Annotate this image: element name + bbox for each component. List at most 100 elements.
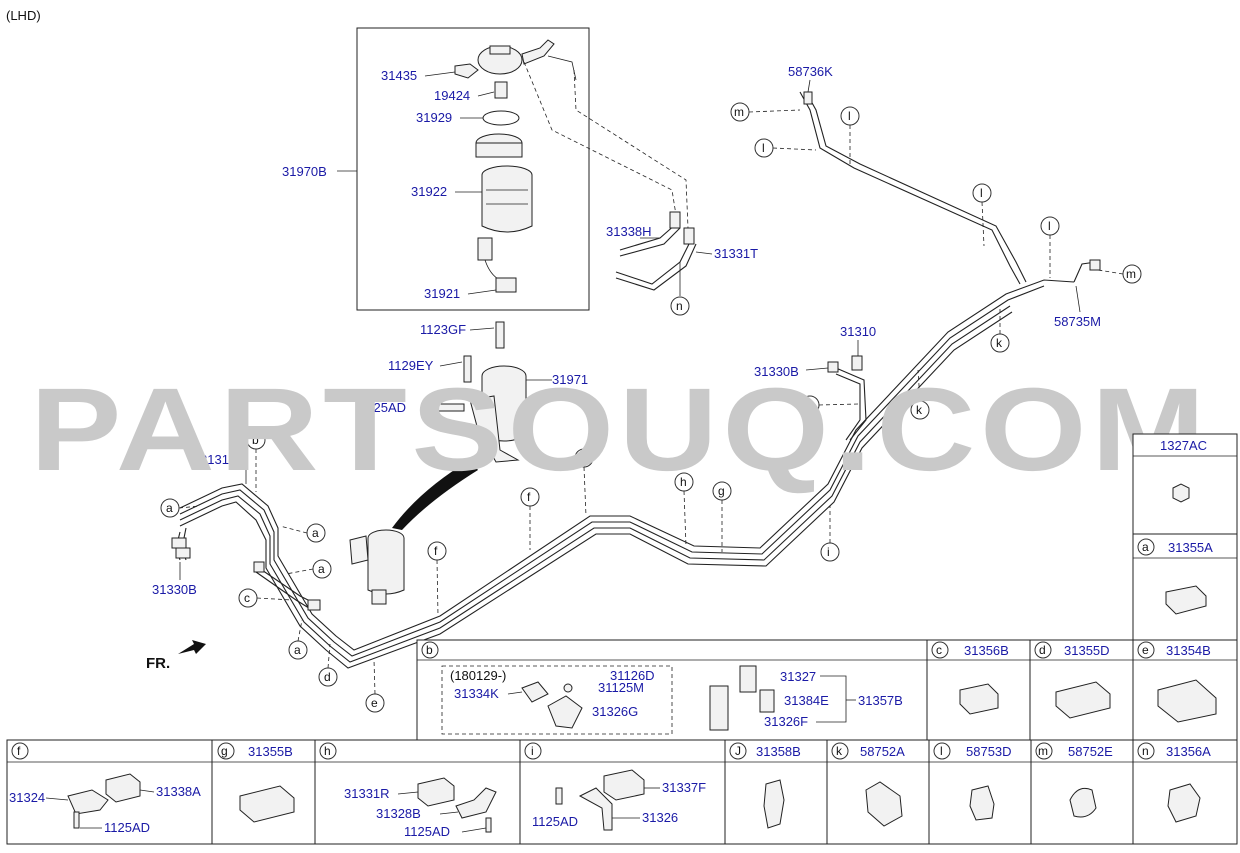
bolt-1123GF-illustration: [495, 321, 505, 349]
part-31337F[interactable]: 31337F: [662, 780, 706, 795]
part-31324[interactable]: 31324: [9, 790, 45, 805]
legend-code-31358B[interactable]: 31358B: [756, 744, 801, 759]
legend-letter-g: g: [221, 744, 228, 758]
legend-letter-i: i: [531, 744, 534, 758]
legend-letter-c: c: [936, 643, 942, 657]
callout-b[interactable]: b: [252, 433, 259, 447]
part-31970B[interactable]: 31970B: [282, 164, 327, 179]
callout-k-2[interactable]: k: [996, 336, 1003, 350]
legend-letter-h: h: [324, 744, 331, 758]
filter-cartridge-illustration: [475, 133, 533, 233]
bolt-f-icon: [73, 811, 80, 829]
part-58735M[interactable]: 58735M: [1054, 314, 1101, 329]
callout-n[interactable]: n: [676, 299, 683, 313]
callout-m-2[interactable]: m: [1126, 267, 1136, 281]
legend-code-58752A[interactable]: 58752A: [860, 744, 905, 759]
part-19424[interactable]: 19424: [434, 88, 470, 103]
callout-d[interactable]: d: [324, 670, 331, 684]
part-1125AD-i[interactable]: 1125AD: [532, 814, 578, 829]
legend-letter-m: m: [1038, 744, 1048, 758]
callout-e[interactable]: e: [371, 696, 378, 710]
upper-lines-illustration: [615, 211, 697, 291]
part-1123GF[interactable]: 1123GF: [420, 322, 466, 337]
part-31331T[interactable]: 31331T: [714, 246, 758, 261]
part-31310[interactable]: 31310: [840, 324, 876, 339]
legend-code-1327AC[interactable]: 1327AC: [1160, 438, 1207, 453]
legend-code-31355A[interactable]: 31355A: [1168, 540, 1213, 555]
callout-c[interactable]: c: [244, 591, 250, 605]
part-31435[interactable]: 31435: [381, 68, 417, 83]
part-58736K[interactable]: 58736K: [788, 64, 833, 79]
part-31922[interactable]: 31922: [411, 184, 447, 199]
callout-j[interactable]: J: [806, 398, 812, 412]
part-1125AD-h[interactable]: 1125AD: [404, 824, 450, 839]
legend-letter-b: b: [426, 643, 433, 657]
callouts: a b a a c a d e f f g h g i J k k m l: [160, 102, 1142, 713]
part-31334K[interactable]: 31334K: [454, 686, 499, 701]
part-31357B[interactable]: 31357B: [858, 693, 903, 708]
part-31330B-right[interactable]: 31330B: [754, 364, 799, 379]
part-31326G[interactable]: 31326G: [592, 704, 638, 719]
part-31326F[interactable]: 31326F: [764, 714, 808, 729]
legend-code-31356B[interactable]: 31356B: [964, 643, 1009, 658]
part-31326[interactable]: 31326: [642, 810, 678, 825]
callout-a-4[interactable]: a: [294, 643, 301, 657]
legend-code-31354B[interactable]: 31354B: [1166, 643, 1211, 658]
clip-31337F-icon: [603, 769, 645, 801]
callout-a-2[interactable]: a: [312, 526, 319, 540]
part-31328B[interactable]: 31328B: [376, 806, 421, 821]
part-31312F[interactable]: 31312F: [200, 452, 244, 467]
callout-l-3[interactable]: l: [980, 186, 983, 200]
clip-31355D-icon: [1055, 681, 1111, 719]
clip-31331R-icon: [417, 777, 455, 807]
clip-31355A-icon: [1165, 585, 1207, 615]
callout-l-4[interactable]: l: [1048, 219, 1051, 233]
part-31338A[interactable]: 31338A: [156, 784, 201, 799]
legend-letter-n: n: [1142, 744, 1149, 758]
callout-a-3[interactable]: a: [318, 562, 325, 576]
callout-l-2[interactable]: l: [848, 109, 851, 123]
part-31338H[interactable]: 31338H: [606, 224, 652, 239]
part-1129EY[interactable]: 1129EY: [388, 358, 434, 373]
callout-f-1[interactable]: f: [434, 544, 438, 558]
clip-31354B-icon: [1157, 679, 1217, 723]
callout-a-1[interactable]: a: [166, 501, 173, 515]
callout-k-1[interactable]: k: [916, 403, 923, 417]
bracket-31326F-icon: [709, 685, 729, 731]
callout-f-2[interactable]: f: [527, 490, 531, 504]
callout-m-1[interactable]: m: [734, 105, 744, 119]
callout-g-1[interactable]: g: [580, 451, 587, 465]
callout-l-1[interactable]: l: [762, 141, 765, 155]
clip-58752A-icon: [865, 781, 903, 827]
bolt-1125AD-illustration: [437, 403, 465, 412]
watermark: PARTSOUQ.COM: [30, 364, 1210, 496]
part-31330B-left[interactable]: 31330B: [152, 582, 197, 597]
clip-58753D-icon: [969, 785, 995, 821]
part-31331R[interactable]: 31331R: [344, 786, 390, 801]
part-1125AD-f[interactable]: 1125AD: [104, 820, 150, 835]
callout-g-2[interactable]: g: [718, 484, 725, 498]
legend-code-31355B[interactable]: 31355B: [248, 744, 293, 759]
part-31929[interactable]: 31929: [416, 110, 452, 125]
part-31384E[interactable]: 31384E: [784, 693, 829, 708]
part-1125AD-bracket[interactable]: 1125AD: [360, 400, 406, 415]
legend-code-31356A[interactable]: 31356A: [1166, 744, 1211, 759]
legend-code-58753D[interactable]: 58753D: [966, 744, 1012, 759]
legend-code-58752E[interactable]: 58752E: [1068, 744, 1113, 759]
part-31126D[interactable]: 31126D: [610, 668, 655, 683]
filter-head-illustration: [454, 39, 555, 99]
legend-letter-a: a: [1142, 540, 1149, 554]
bolt-1129EY-illustration: [463, 355, 472, 383]
clip-31338A-icon: [105, 773, 141, 803]
bracket-31328B-icon: [455, 787, 497, 819]
callout-i[interactable]: i: [827, 545, 830, 559]
part-31971[interactable]: 31971: [552, 372, 588, 387]
part-31125M[interactable]: 31125M: [598, 680, 644, 695]
filter-assembly-box: [356, 27, 590, 311]
part-31327[interactable]: 31327: [780, 669, 816, 684]
callout-h[interactable]: h: [680, 475, 687, 489]
o-ring-illustration: [482, 110, 520, 126]
legend-code-31355D[interactable]: 31355D: [1064, 643, 1110, 658]
part-31921[interactable]: 31921: [424, 286, 460, 301]
